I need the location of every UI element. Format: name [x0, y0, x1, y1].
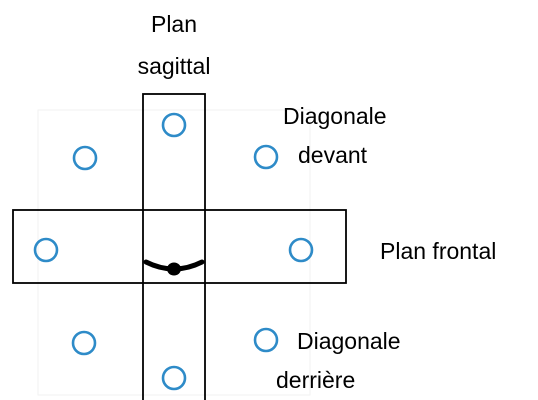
sagittal-label-line2: sagittal [137, 53, 211, 79]
marker-circle-right [288, 237, 314, 263]
diagonal-front-label-line2: devant [298, 142, 368, 168]
marker-circle-lower-left [71, 330, 97, 356]
marker-circle-upper-left [72, 145, 98, 171]
sagittal-plane [142, 93, 206, 400]
diagonal-back-label-line1: Diagonale [297, 328, 401, 354]
frontal-plane [12, 209, 347, 284]
frontal-plane-label: Plan frontal [380, 238, 497, 264]
marker-circle-upper-right [253, 144, 279, 170]
marker-circle-lower-right [253, 327, 279, 353]
diagonal-front-label-line1: Diagonale [283, 103, 387, 129]
diagonal-back-label-line2: derrière [276, 367, 356, 393]
marker-circle-bottom [161, 365, 187, 391]
sagittal-label-line1: Plan [150, 11, 198, 37]
person-top-view-icon [143, 259, 205, 276]
marker-circle-left [33, 237, 59, 263]
marker-circle-top [161, 112, 187, 138]
background-guide [37, 109, 311, 396]
